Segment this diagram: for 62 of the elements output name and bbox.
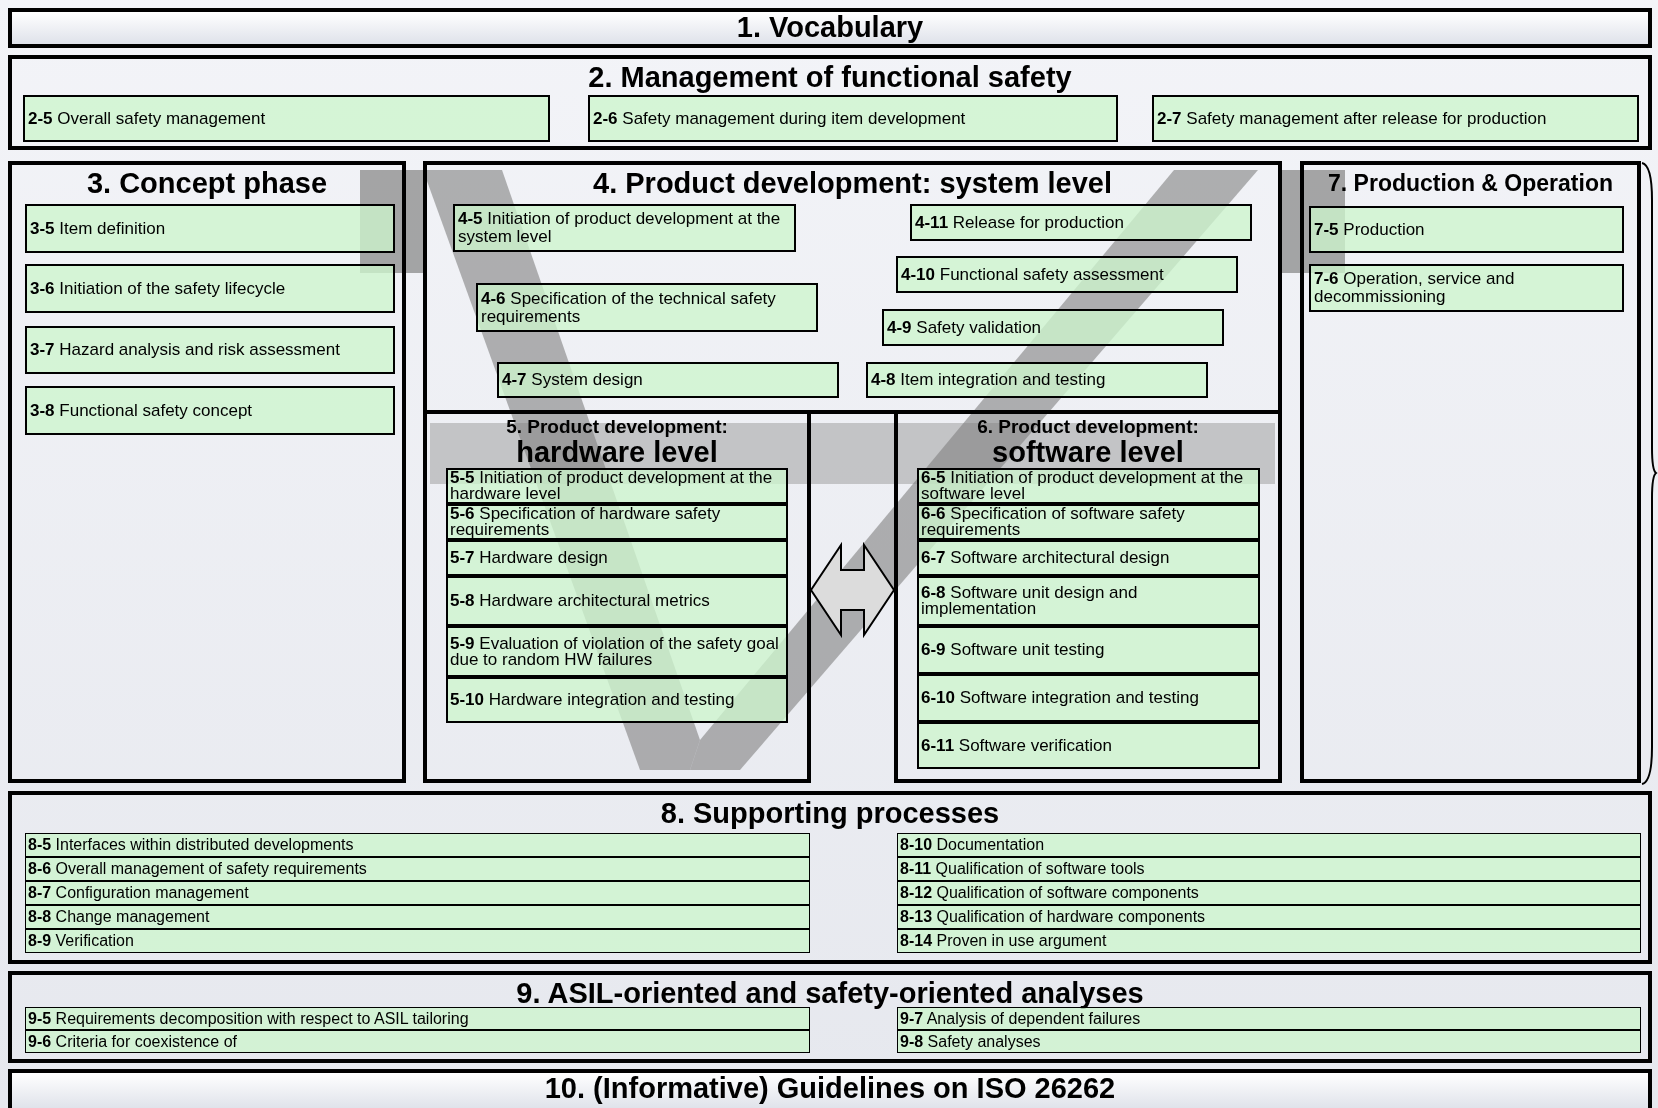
process-box: 2-6 Safety management during item development (588, 95, 1118, 142)
process-box: 8-5 Interfaces within distributed developments (25, 833, 810, 857)
process-box: 9-7 Analysis of dependent failures (897, 1007, 1641, 1030)
process-box: 4-11 Release for production (910, 204, 1252, 241)
section-panel (423, 161, 1282, 414)
section-panel (8, 971, 1652, 1063)
section-heading: hardware level (516, 437, 718, 467)
process-box: 4-5 Initiation of product development at the system level (453, 204, 796, 252)
process-box: 3-6 Initiation of the safety lifecycle (25, 264, 395, 313)
process-box: 5-10 Hardware integration and testing (446, 677, 788, 723)
section-heading: 6. Product development: (977, 417, 1199, 437)
process-box: 9-8 Safety analyses (897, 1030, 1641, 1053)
section-heading: software level (992, 437, 1184, 467)
process-box: 6-10 Software integration and testing (917, 674, 1260, 722)
section-heading: 8. Supporting processes (660, 798, 1000, 828)
section-bar: 1. Vocabulary (8, 8, 1652, 48)
process-box: 7-6 Operation, service and decommissioning (1309, 264, 1624, 312)
process-box: 5-5 Initiation of product development at the hardware level (446, 468, 788, 504)
process-box: 6-9 Software unit testing (917, 626, 1260, 674)
process-box: 6-7 Software architectural design (917, 540, 1260, 576)
process-box: 8-7 Configuration management (25, 881, 810, 905)
process-box: 8-12 Qualification of software components (897, 881, 1641, 905)
process-box: 5-8 Hardware architectural metrics (446, 576, 788, 626)
section-heading: 4. Product development: system level (593, 168, 1112, 198)
process-box: 8-10 Documentation (897, 833, 1641, 857)
process-box: 7-5 Production (1309, 206, 1624, 253)
process-box: 4-7 System design (497, 362, 839, 398)
process-box: 8-9 Verification (25, 929, 810, 953)
process-box: 2-5 Overall safety management (23, 95, 550, 142)
section-panel (8, 791, 1652, 964)
section-heading: 3. Concept phase (86, 168, 328, 198)
process-box: 8-8 Change management (25, 905, 810, 929)
process-box: 6-5 Initiation of product development at the software level (917, 468, 1260, 504)
process-box: 4-8 Item integration and testing (866, 362, 1208, 398)
process-box: 8-6 Overall management of safety requirements (25, 857, 810, 881)
double-arrow (809, 541, 896, 639)
section-heading: 5. Product development: (506, 417, 728, 437)
process-box: 4-10 Functional safety assessment (896, 256, 1238, 293)
process-box: 6-11 Software verification (917, 722, 1260, 769)
process-box: 3-7 Hazard analysis and risk assessment (25, 326, 395, 374)
process-box: 3-8 Functional safety concept (25, 386, 395, 435)
section-heading: 2. Management of functional safety (588, 62, 1072, 92)
process-box: 4-9 Safety validation (882, 309, 1224, 346)
section-heading: 7. Production & Operation (1328, 169, 1613, 198)
process-box: 8-11 Qualification of software tools (897, 857, 1641, 881)
process-box: 5-9 Evaluation of violation of the safety goal due to random HW failures (446, 626, 788, 677)
section-panel (8, 161, 406, 783)
process-box: 8-14 Proven in use argument (897, 929, 1641, 953)
process-box: 8-13 Qualification of hardware components (897, 905, 1641, 929)
section-bar: 10. (Informative) Guidelines on ISO 26262 (8, 1069, 1652, 1108)
process-box: 2-7 Safety management after release for production (1152, 95, 1639, 142)
process-box: 6-8 Software unit design and implementation (917, 576, 1260, 626)
process-box: 6-6 Specification of software safety requirements (917, 504, 1260, 540)
process-box: 9-5 Requirements decomposition with respect to ASIL tailoring (25, 1007, 810, 1030)
process-box: 9-6 Criteria for coexistence of (25, 1030, 810, 1053)
section-heading: 9. ASIL-oriented and safety-oriented analyses (516, 978, 1144, 1008)
process-box: 5-7 Hardware design (446, 540, 788, 576)
section-panel (8, 55, 1652, 150)
process-box: 4-6 Specification of the technical safety requirements (476, 283, 818, 332)
process-box: 3-5 Item definition (25, 204, 395, 253)
section-panel (1300, 161, 1641, 783)
process-box: 5-6 Specification of hardware safety requirements (446, 504, 788, 540)
